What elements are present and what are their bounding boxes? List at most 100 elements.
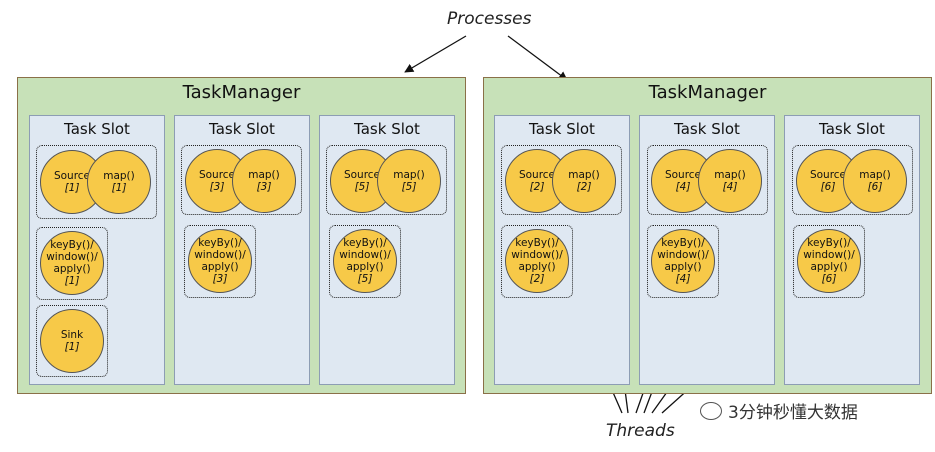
map-operator: map() [1] xyxy=(87,150,151,214)
keyby-window-apply-operator: keyBy()/ window()/ apply() [5] xyxy=(333,229,397,293)
operator-index: [1] xyxy=(64,275,80,287)
operator-label-line: window()/ xyxy=(46,251,98,263)
process-arrow-left xyxy=(404,35,467,73)
keyby-window-apply-operator: keyBy()/ window()/ apply() [4] xyxy=(651,229,715,293)
map-operator: map() [5] xyxy=(377,149,441,213)
operator-label: map() xyxy=(714,169,746,181)
operator-label-line: keyBy()/ xyxy=(515,237,559,249)
keyby-window-apply-operator: keyBy()/ window()/ apply() [1] xyxy=(40,231,104,295)
task-slot-3: Task Slot Source [3] map() [3] keyBy()/ … xyxy=(174,115,310,385)
operator-label-line: keyBy()/ xyxy=(50,239,94,251)
task-manager-title: TaskManager xyxy=(182,82,301,103)
task-slot-2: Task Slot Source [2] map() [2] keyBy()/ … xyxy=(494,115,630,385)
keyby-window-apply-group: keyBy()/ window()/ apply() [4] xyxy=(647,225,719,298)
operator-index: [1] xyxy=(64,182,80,194)
operator-index: [6] xyxy=(820,181,836,193)
keyby-window-apply-group: keyBy()/ window()/ apply() [2] xyxy=(501,225,573,298)
operator-label: Source xyxy=(809,169,847,181)
task-slot-6: Task Slot Source [6] map() [6] keyBy()/ … xyxy=(784,115,920,385)
operator-label: map() xyxy=(103,170,135,182)
operator-label-line: window()/ xyxy=(803,249,855,261)
operator-label: Source xyxy=(343,169,381,181)
operator-label: map() xyxy=(248,169,280,181)
map-operator: map() [6] xyxy=(843,149,907,213)
operator-index: [5] xyxy=(354,181,370,193)
operator-label: Source xyxy=(518,169,556,181)
operator-index: [4] xyxy=(675,273,691,285)
operator-index: [2] xyxy=(576,181,592,193)
operator-index: [3] xyxy=(209,181,225,193)
source-map-group: Source [2] map() [2] xyxy=(501,145,622,215)
sink-operator: Sink [1] xyxy=(40,309,104,373)
operator-label-line: keyBy()/ xyxy=(198,237,242,249)
operator-label: map() xyxy=(568,169,600,181)
operator-index: [4] xyxy=(675,181,691,193)
operator-label-line: apply() xyxy=(346,261,384,273)
map-operator: map() [4] xyxy=(698,149,762,213)
map-operator: map() [3] xyxy=(232,149,296,213)
source-map-group: Source [5] map() [5] xyxy=(326,145,447,215)
operator-label: Sink xyxy=(60,329,84,341)
operator-label: Source xyxy=(664,169,702,181)
task-slot-title: Task Slot xyxy=(354,120,420,138)
operator-label-line: keyBy()/ xyxy=(807,237,851,249)
operator-label-line: apply() xyxy=(53,263,91,275)
processes-label: Processes xyxy=(447,9,532,29)
source-map-group: Source [6] map() [6] xyxy=(792,145,913,215)
operator-index: [1] xyxy=(64,341,80,353)
keyby-window-apply-operator: keyBy()/ window()/ apply() [6] xyxy=(797,229,861,293)
keyby-window-apply-group: keyBy()/ window()/ apply() [1] xyxy=(36,227,108,300)
task-manager-2: TaskManager Task Slot Source [2] map() [… xyxy=(483,77,932,394)
operator-label-line: window()/ xyxy=(511,249,563,261)
operator-label-line: apply() xyxy=(810,261,848,273)
operator-label: map() xyxy=(859,169,891,181)
keyby-window-apply-operator: keyBy()/ window()/ apply() [2] xyxy=(505,229,569,293)
task-slot-title: Task Slot xyxy=(529,120,595,138)
threads-label: Threads xyxy=(606,421,675,441)
map-operator: map() [2] xyxy=(552,149,616,213)
operator-index: [6] xyxy=(867,181,883,193)
task-slot-4: Task Slot Source [4] map() [4] keyBy()/ … xyxy=(639,115,775,385)
operator-index: [4] xyxy=(722,181,738,193)
operator-label-line: keyBy()/ xyxy=(661,237,705,249)
operator-index: [2] xyxy=(529,273,545,285)
watermark-text: 3分钟秒懂大数据 xyxy=(728,403,858,423)
operator-index: [3] xyxy=(212,273,228,285)
task-slot-title: Task Slot xyxy=(819,120,885,138)
operator-label-line: apply() xyxy=(664,261,702,273)
operator-index: [2] xyxy=(529,181,545,193)
operator-index: [6] xyxy=(821,273,837,285)
keyby-window-apply-group: keyBy()/ window()/ apply() [3] xyxy=(184,225,256,298)
task-slot-title: Task Slot xyxy=(209,120,275,138)
operator-index: [1] xyxy=(111,182,127,194)
process-arrow-right xyxy=(507,35,568,81)
operator-label-line: window()/ xyxy=(657,249,709,261)
wechat-icon xyxy=(700,401,722,420)
source-map-group: Source [4] map() [4] xyxy=(647,145,768,215)
operator-index: [5] xyxy=(401,181,417,193)
task-manager-1: TaskManager Task Slot Source [1] map() [… xyxy=(17,77,466,394)
operator-label-line: keyBy()/ xyxy=(343,237,387,249)
source-operator: Source [6] xyxy=(796,149,860,213)
operator-label: map() xyxy=(393,169,425,181)
task-manager-title: TaskManager xyxy=(648,82,767,103)
task-slot-1: Task Slot Source [1] map() [1] keyBy()/ … xyxy=(29,115,165,385)
keyby-window-apply-group: keyBy()/ window()/ apply() [5] xyxy=(329,225,401,298)
watermark: 3分钟秒懂大数据 xyxy=(700,398,858,423)
keyby-window-apply-group: keyBy()/ window()/ apply() [6] xyxy=(793,225,865,298)
sink-group: Sink [1] xyxy=(36,305,108,377)
operator-label: Source xyxy=(198,169,236,181)
task-slot-5: Task Slot Source [5] map() [5] keyBy()/ … xyxy=(319,115,455,385)
operator-index: [5] xyxy=(357,273,373,285)
operator-index: [3] xyxy=(256,181,272,193)
operator-label-line: apply() xyxy=(201,261,239,273)
source-map-group: Source [3] map() [3] xyxy=(181,145,302,215)
keyby-window-apply-operator: keyBy()/ window()/ apply() [3] xyxy=(188,229,252,293)
operator-label: Source xyxy=(53,170,91,182)
operator-label-line: apply() xyxy=(518,261,556,273)
operator-label-line: window()/ xyxy=(339,249,391,261)
source-map-group: Source [1] map() [1] xyxy=(36,145,157,219)
task-slot-title: Task Slot xyxy=(64,120,130,138)
task-slot-title: Task Slot xyxy=(674,120,740,138)
operator-label-line: window()/ xyxy=(194,249,246,261)
